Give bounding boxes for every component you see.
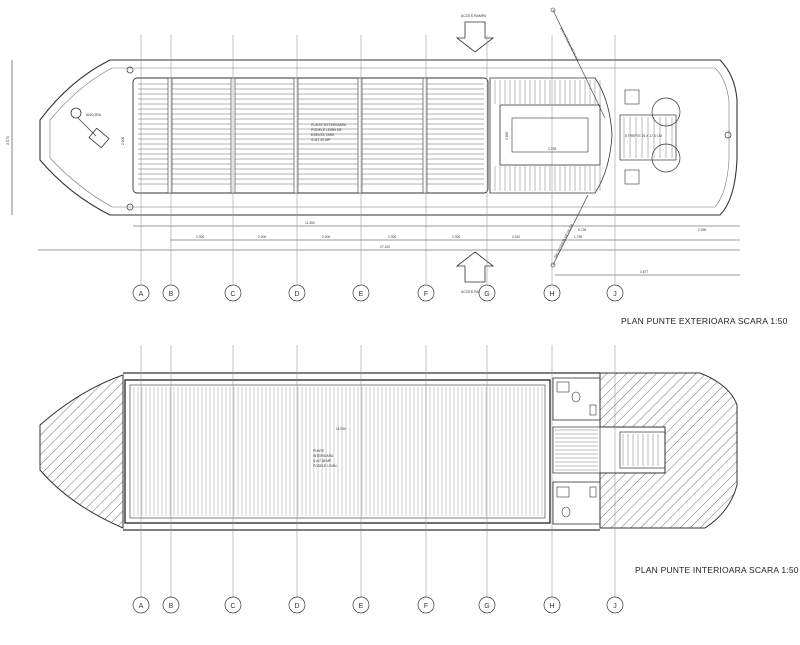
axis-label-top-f: F: [424, 291, 428, 298]
ramp-arrow-top: [455, 21, 495, 53]
bay-dim-1: 2.000: [196, 235, 204, 239]
axis-marker-bottom-d: [288, 596, 306, 614]
axis-label-bottom-e: E: [359, 603, 364, 610]
stern-hatched-area: [599, 372, 738, 529]
bay-dim-3: 2.000: [322, 235, 330, 239]
overall-inner-dim: 11.360: [305, 221, 315, 225]
axis-marker-top-g: [478, 284, 496, 302]
axis-marker-top-a: [132, 284, 150, 302]
axis-label-top-g: G: [484, 291, 489, 298]
axis-label-bottom-g: G: [484, 603, 489, 610]
bay-dim-j: 5.726: [578, 228, 586, 232]
axis-label-top-e: E: [359, 291, 364, 298]
axis-marker-top-f: [417, 284, 435, 302]
axis-marker-bottom-g: [478, 596, 496, 614]
axis-label-bottom-j: J: [613, 603, 617, 610]
ramp-label-bottom: ACCES RAMPA: [461, 290, 487, 294]
axis-marker-top-d: [288, 284, 306, 302]
axis-label-top-c: C: [230, 291, 235, 298]
deck-planks-area: [132, 77, 489, 194]
interior-deck-label-4: PODELE LEMN: [313, 464, 337, 468]
interior-deck-label-3: S=67.35 MP: [313, 459, 332, 463]
axis-marker-bottom-c: [224, 596, 242, 614]
bay-dim-2: 2.000: [258, 235, 266, 239]
axis-marker-bottom-j: [606, 596, 624, 614]
axis-label-bottom-f: F: [424, 603, 428, 610]
bay-dim-5: 2.000: [452, 235, 460, 239]
axis-marker-top-e: [352, 284, 370, 302]
inner-width-dim: 2.860: [505, 132, 509, 140]
axis-label-bottom-a: A: [139, 603, 144, 610]
interior-deck-plan: PUNTE INTERIOARA S=67.35 MP PODELE LEMN …: [39, 372, 738, 531]
anchor-symbol: [70, 107, 110, 149]
axis-label-top-d: D: [294, 291, 299, 298]
axis-label-bottom-b: B: [169, 603, 174, 610]
axis-marker-bottom-f: [417, 596, 435, 614]
axis-marker-top-b: [162, 284, 180, 302]
anchor-label: ANCORA: [86, 113, 102, 117]
axis-label-top-b: B: [169, 291, 174, 298]
interior-deck-label-2: INTERIOARA: [313, 454, 334, 458]
axis-marker-top-h: [543, 284, 561, 302]
bottom-plan-title: PLAN PUNTE INTERIOARA SCARA 1:50: [635, 565, 799, 575]
overall-dim: 27.100: [380, 245, 390, 249]
axis-marker-bottom-e: [352, 596, 370, 614]
deck-label-line-3: ESENTA TARE: [311, 133, 335, 137]
axis-label-top-j: J: [613, 291, 617, 298]
height-dim: 3.570: [6, 136, 10, 145]
axis-marker-bottom-h: [543, 596, 561, 614]
stair-block: [489, 77, 681, 194]
interior-deck-area: [124, 379, 551, 524]
axis-marker-top-c: [224, 284, 242, 302]
axis-marker-top-j: [606, 284, 624, 302]
diag-label-bottom: BALUSTRADA METALICA: [553, 222, 574, 258]
axis-label-bottom-d: D: [294, 603, 299, 610]
bottom-right-dim: 3.877: [640, 270, 648, 274]
axis-label-top-a: A: [139, 291, 144, 298]
diag-label-top: BALUSTRADA METALICA: [559, 27, 580, 63]
axis-marker-bottom-b: [162, 596, 180, 614]
bay-dim-4: 2.000: [388, 235, 396, 239]
bay-dim-h: 1.750: [574, 235, 582, 239]
axis-marker-bottom-a: [132, 596, 150, 614]
axis-label-top-h: H: [549, 291, 554, 298]
exterior-deck-plan: ANCORA PUNTE EXTERIOARA PODELE LEMN DE E…: [6, 7, 740, 294]
bay-dim-end: 2.390: [698, 228, 706, 232]
interior-deck-label-1: PUNTE: [313, 449, 325, 453]
ramp-arrow-bottom: [455, 251, 495, 283]
deck-label-line-4: S=87.20 MP: [311, 138, 331, 142]
deck-label-line-1: PUNTE EXTERIOARA: [311, 123, 347, 127]
interior-stair: [552, 426, 666, 474]
washroom-bottom: [552, 481, 601, 525]
axis-label-bottom-c: C: [230, 603, 235, 610]
hull-outline-top: [39, 59, 738, 216]
bay-dim-6: 2.010: [512, 235, 520, 239]
interior-deck-dim: 11.030: [336, 427, 346, 431]
height-inner-dim: 2.800: [121, 137, 125, 145]
top-plan-title: PLAN PUNTE EXTERIOARA SCARA 1:50: [621, 316, 788, 326]
deck-label-line-2: PODELE LEMN DE: [311, 128, 342, 132]
axis-label-bottom-h: H: [549, 603, 554, 610]
stair-label: 8 TREPTE 25 X 17.5 CM: [625, 134, 662, 138]
ramp-label-top: ACCES RAMPA: [461, 14, 487, 18]
washroom-top: [552, 377, 601, 421]
bow-hatched-area: [39, 374, 124, 529]
